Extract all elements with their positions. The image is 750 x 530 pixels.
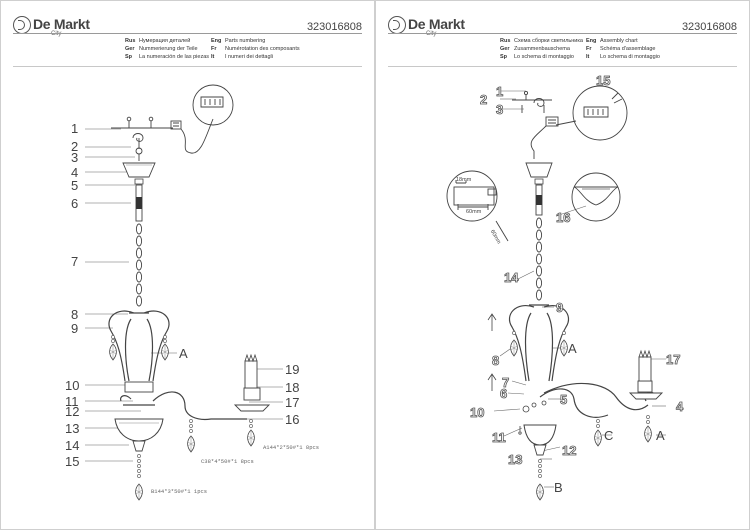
dimension-18mm: 18mm [456,177,472,183]
header-rule-lower [13,66,362,67]
assembly-label-16: 16 [556,210,571,225]
assembly-label-b: B [554,480,563,495]
assembly-label-11: 11 [492,430,507,445]
part-label-18: 18 [285,380,300,395]
assembly-label-1: 1 [496,84,504,99]
article-number: 323016808 [681,21,737,33]
assembly-label-12: 12 [562,443,577,458]
part-label-16: 16 [285,412,300,427]
brand-name: De Markt [33,16,90,32]
chandelier-assembly-drawing [446,85,666,501]
assembly-label-14: 14 [504,270,519,285]
assembly-label-9: 9 [556,300,564,315]
article-number: 323016808 [306,21,362,33]
part-label-9: 9 [71,321,79,336]
part-label-14: 14 [65,438,80,453]
crystal-spec-c: C38*4*50#*1 8pcs [201,458,254,465]
assembly-label-8: 8 [492,353,500,368]
crystal-spec-b: B144*3*50#*1 1pcs [151,488,208,495]
assembly-label-c: C [604,428,614,443]
part-label-7: 7 [71,254,79,269]
part-label-4: 4 [71,165,79,180]
part-label-1: 1 [71,121,79,136]
brand-sub: City [51,31,62,37]
assembly-label-4: 4 [676,399,684,414]
assembly-label-2: 2 [480,92,488,107]
part-label-8: 8 [71,307,79,322]
brand-sub: City [426,31,437,37]
part-label-10: 10 [65,378,80,393]
assembly-label-13: 13 [508,452,523,467]
assembly-label-3: 3 [496,102,504,117]
part-label-6: 6 [71,196,79,211]
crystal-spec-a: A144*2*50#*1 8pcs [263,444,320,451]
chandelier-parts-drawing [85,84,283,501]
part-label-12: 12 [65,404,80,419]
part-label-15: 15 [65,454,80,469]
part-label-3: 3 [71,150,79,165]
header-rule-lower [388,66,737,67]
part-label-a: A [179,346,188,361]
brand-name: De Markt [408,16,465,32]
part-label-13: 13 [65,421,80,436]
assembly-label-6: 6 [500,386,508,401]
assembly-label-5: 5 [560,392,568,407]
header-rule [388,33,737,34]
assembly-label-a-lower: A [656,428,665,443]
assembly-label-15: 15 [596,73,611,88]
part-label-2: 2 [71,139,79,154]
assembly-label-17: 17 [666,352,681,367]
part-label-5: 5 [71,178,79,193]
assembly-label-a-upper: A [568,341,577,356]
part-label-19: 19 [285,362,300,377]
assembly-label-10: 10 [470,405,485,420]
part-label-17: 17 [285,395,300,410]
dimension-60mm: 60mm [466,209,482,215]
header-rule [13,33,362,34]
assembly-label-7: 7 [502,375,510,390]
part-label-11: 11 [65,394,79,409]
